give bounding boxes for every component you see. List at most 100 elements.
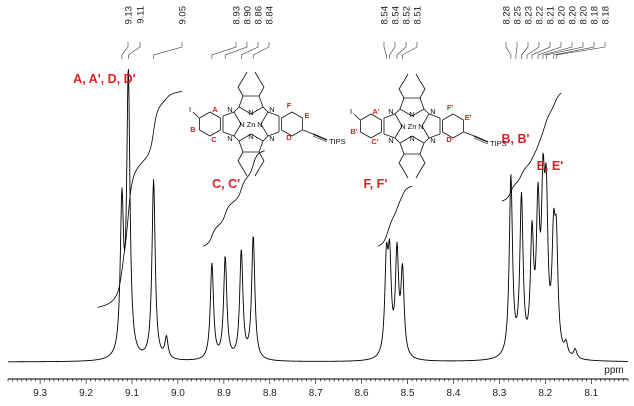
peak-connector xyxy=(211,42,237,59)
assignment-label: E, E' xyxy=(537,159,564,173)
peak-connector xyxy=(252,42,270,59)
tips-group: TIPS xyxy=(329,137,346,146)
peak-connector xyxy=(241,42,259,59)
peak-connector xyxy=(383,42,387,59)
peak-tick-label: 8.28 xyxy=(502,6,513,25)
bond xyxy=(233,106,240,113)
bond xyxy=(258,86,265,97)
peak-connector xyxy=(545,42,584,59)
peak-tick-label: 9.05 xyxy=(178,6,189,25)
ring xyxy=(421,113,441,139)
bond xyxy=(242,168,248,177)
bond xyxy=(419,162,426,172)
peak-connector xyxy=(121,42,129,59)
tips-group: TIPS xyxy=(490,139,507,148)
integral-curve xyxy=(501,92,562,202)
peak-tick-label: 8.18 xyxy=(601,6,612,25)
ring xyxy=(399,135,425,155)
bond xyxy=(403,170,409,179)
ring xyxy=(383,113,403,139)
peak-connector xyxy=(389,42,396,59)
bond xyxy=(262,106,269,113)
bond xyxy=(473,137,489,145)
bond xyxy=(237,160,244,170)
bond xyxy=(237,151,244,162)
x-tick-label: 8.7 xyxy=(309,388,323,399)
peak-connector xyxy=(542,42,573,59)
bond xyxy=(254,71,260,80)
peak-connector xyxy=(521,42,529,59)
nitrogen-atom: N xyxy=(269,105,274,114)
nitrogen-atom: N xyxy=(248,108,253,117)
bond xyxy=(242,71,248,80)
peak-tick-label: 8.20 xyxy=(568,6,579,25)
peak-connector xyxy=(556,42,606,59)
nitrogen-atom: N xyxy=(239,120,244,129)
integral-curve xyxy=(97,91,183,308)
ring xyxy=(238,133,264,153)
ring xyxy=(360,113,382,139)
x-axis-label: ppm xyxy=(604,365,623,376)
nitrogen-atom: N xyxy=(430,107,435,116)
peak-tick-label: 8.23 xyxy=(524,6,535,25)
proton-position-label: D xyxy=(286,133,292,142)
nitrogen-atom: N xyxy=(269,134,274,143)
x-tick-label: 8.3 xyxy=(492,388,506,399)
peak-tick-label: 8.21 xyxy=(546,6,557,25)
peak-tick-label: 9.11 xyxy=(136,6,147,24)
peak-connector xyxy=(128,42,141,59)
integral-curve xyxy=(203,150,265,247)
ring xyxy=(222,111,242,137)
nitrogen-atom: N xyxy=(248,132,253,141)
proton-position-label: C' xyxy=(371,137,378,146)
bond xyxy=(312,135,328,143)
proton-position-label: F' xyxy=(447,103,454,112)
iodine-atom: I xyxy=(189,105,191,114)
proton-position-label: A xyxy=(212,105,218,114)
peak-tick-label: 8.84 xyxy=(265,6,276,25)
proton-position-label: E xyxy=(304,111,309,120)
bond xyxy=(415,170,421,179)
bond xyxy=(394,108,401,115)
nitrogen-atom: N xyxy=(430,136,435,145)
bond xyxy=(423,108,430,115)
peak-tick-label: 8.25 xyxy=(513,6,524,25)
ring xyxy=(399,97,425,117)
bond xyxy=(403,73,409,82)
peak-connector xyxy=(515,42,518,59)
peak-tick-label: 8.86 xyxy=(254,6,265,25)
iodine-atom: I xyxy=(350,107,352,116)
bond xyxy=(312,133,328,141)
bond xyxy=(258,78,265,88)
bond xyxy=(258,160,265,170)
peak-tick-label: 8.90 xyxy=(243,6,254,25)
proton-position-label: A' xyxy=(372,107,379,116)
proton-position-label: B' xyxy=(350,127,357,136)
nitrogen-atom: N xyxy=(257,120,262,129)
proton-position-label: E' xyxy=(465,113,472,122)
integral-curve xyxy=(377,185,412,247)
nitrogen-atom: N xyxy=(388,107,393,116)
bond xyxy=(398,80,405,90)
ring xyxy=(238,95,264,115)
bond xyxy=(419,80,426,90)
bond xyxy=(463,131,475,137)
peak-connector xyxy=(526,42,540,59)
peak-connector xyxy=(505,42,512,59)
peak-connector xyxy=(531,42,551,59)
bond xyxy=(398,88,405,99)
bond xyxy=(423,137,430,144)
x-tick-label: 9.3 xyxy=(33,388,47,399)
bond xyxy=(415,73,421,82)
x-tick-label: 8.1 xyxy=(584,388,598,399)
bond xyxy=(258,151,265,162)
assignment-label: C, C' xyxy=(212,177,240,191)
peak-tick-label: 8.18 xyxy=(590,6,601,25)
assignment-label: B, B' xyxy=(502,132,530,146)
bond xyxy=(473,135,489,143)
peak-connector xyxy=(153,42,183,59)
